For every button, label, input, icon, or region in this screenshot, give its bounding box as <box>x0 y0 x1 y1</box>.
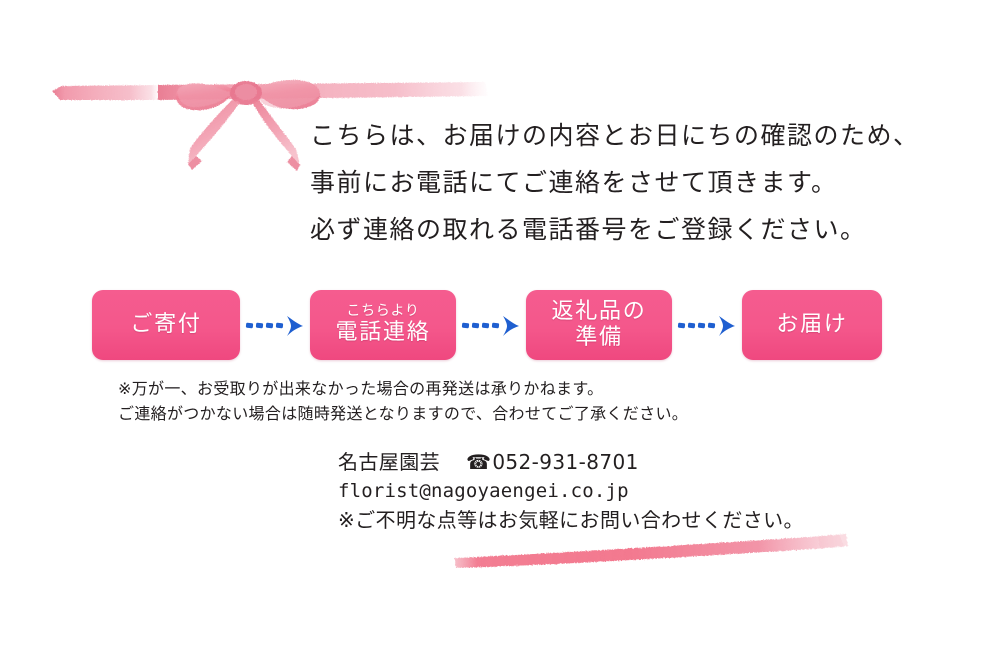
phone-number: 052-931-8701 <box>492 450 639 474</box>
flow-step-3-label: 準備 <box>575 325 623 350</box>
flow-step-gift-preparation: 返礼品の 準備 <box>526 290 672 360</box>
headline-block: こちらは、お届けの内容とお日にちの確認のため、 事前にお電話にてご連絡をさせて頂… <box>310 112 950 253</box>
notice-line-2: ご連絡がつかない場合は随時発送となりますので、合わせてご了承ください。 <box>118 404 689 423</box>
flow-step-phone-contact: こちらより 電話連絡 <box>310 290 456 360</box>
flow-step-donation: ご寄付 <box>92 290 240 360</box>
dashed-arrow-right-icon <box>677 316 735 336</box>
headline-line-2: 事前にお電話にてご連絡をさせて頂きます。 <box>310 168 838 197</box>
notice-block: ※万が一、お受取りが出来なかった場合の再発送は承りかねます。 ご連絡がつかない場… <box>118 376 878 426</box>
dashed-arrow-right-icon <box>245 316 303 336</box>
flow-step-2-label: 電話連絡 <box>335 320 431 346</box>
flow-step-delivery: お届け <box>742 290 882 360</box>
flow-arrow-3 <box>672 310 742 340</box>
flow-step-3-sublabel: 返礼品の <box>551 299 647 325</box>
flow-step-1-label: ご寄付 <box>130 312 202 338</box>
flow-step-2-sublabel: こちらより <box>346 302 420 319</box>
telephone-icon: ☎ <box>466 450 492 474</box>
flow-arrow-2 <box>456 310 526 340</box>
contact-note: ※ご不明な点等はお気軽にお問い合わせください。 <box>338 508 804 532</box>
process-flow: ご寄付 こちらより 電話連絡 <box>92 288 892 362</box>
headline-line-1: こちらは、お届けの内容とお日にちの確認のため、 <box>310 121 920 150</box>
headline-line-3: 必ず連絡の取れる電話番号をご登録ください。 <box>310 215 867 244</box>
dashed-arrow-right-icon <box>461 316 519 336</box>
flow-step-4-label: お届け <box>776 312 848 338</box>
contact-phone-line: 名古屋園芸 ☎052-931-8701 <box>338 448 898 477</box>
notice-line-1: ※万が一、お受取りが出来なかった場合の再発送は承りかねます。 <box>118 379 604 398</box>
email-address[interactable]: florist@nagoyaengei.co.jp <box>338 480 629 502</box>
flow-arrow-1 <box>240 310 310 340</box>
shop-name: 名古屋園芸 <box>338 450 440 474</box>
contact-block: 名古屋園芸 ☎052-931-8701 florist@nagoyaengei.c… <box>338 448 898 535</box>
